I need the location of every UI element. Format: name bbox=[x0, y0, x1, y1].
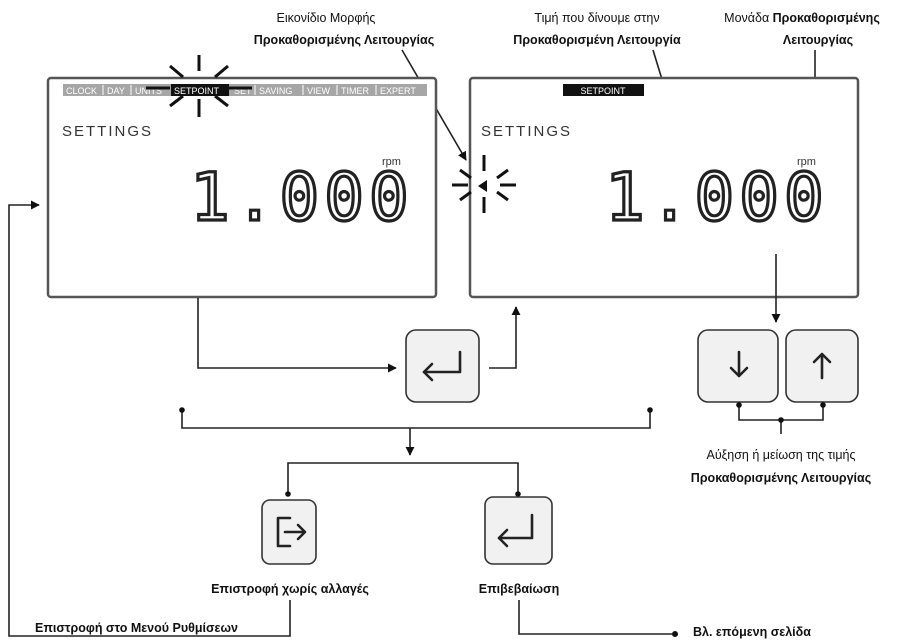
unit-caption-line2: Λειτουργίας bbox=[783, 33, 853, 47]
updown-caption-line1: Αύξηση ή μείωση της τιμής bbox=[706, 448, 855, 462]
down-button[interactable] bbox=[697, 329, 779, 403]
right-settings-label: SETTINGS bbox=[481, 123, 572, 140]
confirm-label: Επιβεβαίωση bbox=[479, 582, 559, 596]
choice-split bbox=[287, 462, 519, 494]
exit-button[interactable] bbox=[261, 499, 317, 565]
tab-separators bbox=[102, 85, 377, 95]
back-no-change-label: Επιστροφή χωρίς αλλαγές bbox=[211, 582, 369, 596]
updown-caption-line2: Προκαθορισμένης Λειτουργίας bbox=[691, 471, 871, 485]
right-unit: rpm bbox=[797, 156, 816, 168]
right-setpoint-tab-bg bbox=[563, 84, 644, 96]
left-settings-label: SETTINGS bbox=[62, 123, 153, 140]
left-unit: rpm bbox=[382, 156, 401, 168]
left-lcd-frame bbox=[46, 76, 438, 299]
tab-set: SET bbox=[234, 86, 252, 96]
tab-units: UNITS bbox=[135, 86, 162, 96]
up-button[interactable] bbox=[785, 329, 859, 403]
enter-button[interactable] bbox=[405, 329, 480, 403]
confirm-button[interactable] bbox=[484, 496, 553, 565]
next-page-line bbox=[518, 600, 672, 635]
return-loop bbox=[8, 200, 291, 637]
mode-icon-caption-line2: Προκαθορισμένης Λειτουργίας bbox=[254, 33, 434, 47]
tab-expert: EXPERT bbox=[380, 86, 416, 96]
value-caption-line1: Τιμή που δίνουμε στην bbox=[534, 11, 659, 25]
choice-bracket bbox=[181, 410, 651, 429]
flow-to-enter bbox=[197, 298, 397, 373]
tab-saving: SAVING bbox=[259, 86, 292, 96]
blink-burst-icon bbox=[146, 55, 252, 117]
arrow-down-icon bbox=[729, 350, 749, 378]
confirm-enter-icon bbox=[497, 513, 534, 540]
left-value: 1.000 bbox=[190, 159, 414, 236]
tab-day: DAY bbox=[107, 86, 125, 96]
tab-clock: CLOCK bbox=[66, 86, 97, 96]
tab-view: VIEW bbox=[307, 86, 331, 96]
tab-timer: TIMER bbox=[341, 86, 369, 96]
right-lcd-frame bbox=[468, 76, 860, 299]
right-lcd-display: SETPOINT SETTINGS 1.000 rpm bbox=[468, 76, 860, 299]
enter-icon bbox=[422, 350, 462, 374]
mode-arrow-icon bbox=[478, 180, 487, 192]
tab-setpoint-highlight bbox=[171, 84, 229, 96]
right-value: 1.000 bbox=[605, 159, 829, 236]
right-setpoint-tab: SETPOINT bbox=[580, 86, 626, 96]
value-caption-line2: Προκαθορισμένη Λειτουργία bbox=[513, 33, 681, 47]
mode-icon-caption-line1: Εικονίδιο Μορφής bbox=[277, 11, 376, 25]
exit-icon bbox=[276, 516, 292, 548]
unit-caption-line1: Μονάδα Προκαθορισμένης bbox=[724, 11, 880, 25]
unit-caption-prefix: Μονάδα bbox=[724, 11, 773, 25]
flow-to-right-display bbox=[489, 306, 521, 369]
left-lcd-display: CLOCK DAY UNITS SETPOINT SET SAVING VIEW… bbox=[46, 76, 438, 299]
tab-setpoint: SETPOINT bbox=[174, 86, 220, 96]
mode-icon-blink-icon bbox=[452, 155, 516, 213]
next-page-label: Βλ. επόμενη σελίδα bbox=[693, 625, 811, 639]
return-menu-label: Επιστροφή στο Μενού Ρυθμίσεων bbox=[35, 621, 238, 635]
arrow-up-icon bbox=[812, 352, 832, 380]
unit-caption-bold: Προκαθορισμένης bbox=[773, 11, 880, 25]
